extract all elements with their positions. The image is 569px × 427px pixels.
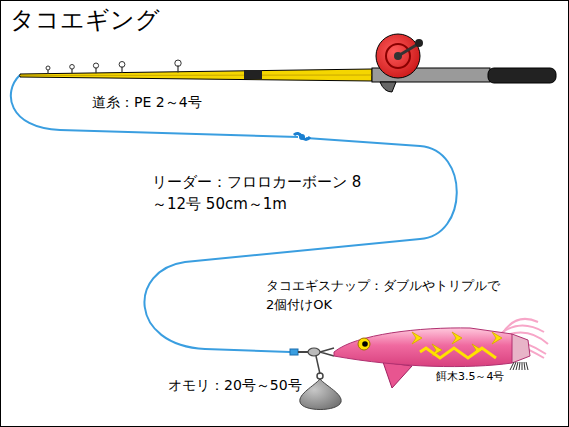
sinker: [300, 373, 341, 410]
snap-note-label: タコエギスナップ：ダブルやトリプルで 2個付けOK: [266, 277, 518, 315]
leader-spec-label: リーダー：フロロカーボーン 8～12号 50cm～1m: [152, 172, 374, 216]
line-knot: [294, 133, 310, 140]
sinker-spec-label: オモリ：20号～50号: [168, 375, 302, 395]
rod-guides: [46, 60, 181, 74]
diagram-title: タコエギング: [10, 6, 160, 35]
snap-swivel: [290, 348, 334, 374]
jig-size-label: 餌木3.5～4号: [436, 369, 505, 385]
main-line: [11, 75, 298, 137]
line-spec-label: 道糸：PE 2～4号: [92, 92, 202, 112]
fishing-rod: [20, 68, 556, 92]
squid-jig: [334, 319, 548, 388]
leader-line: [144, 138, 456, 352]
reel: [376, 34, 423, 78]
